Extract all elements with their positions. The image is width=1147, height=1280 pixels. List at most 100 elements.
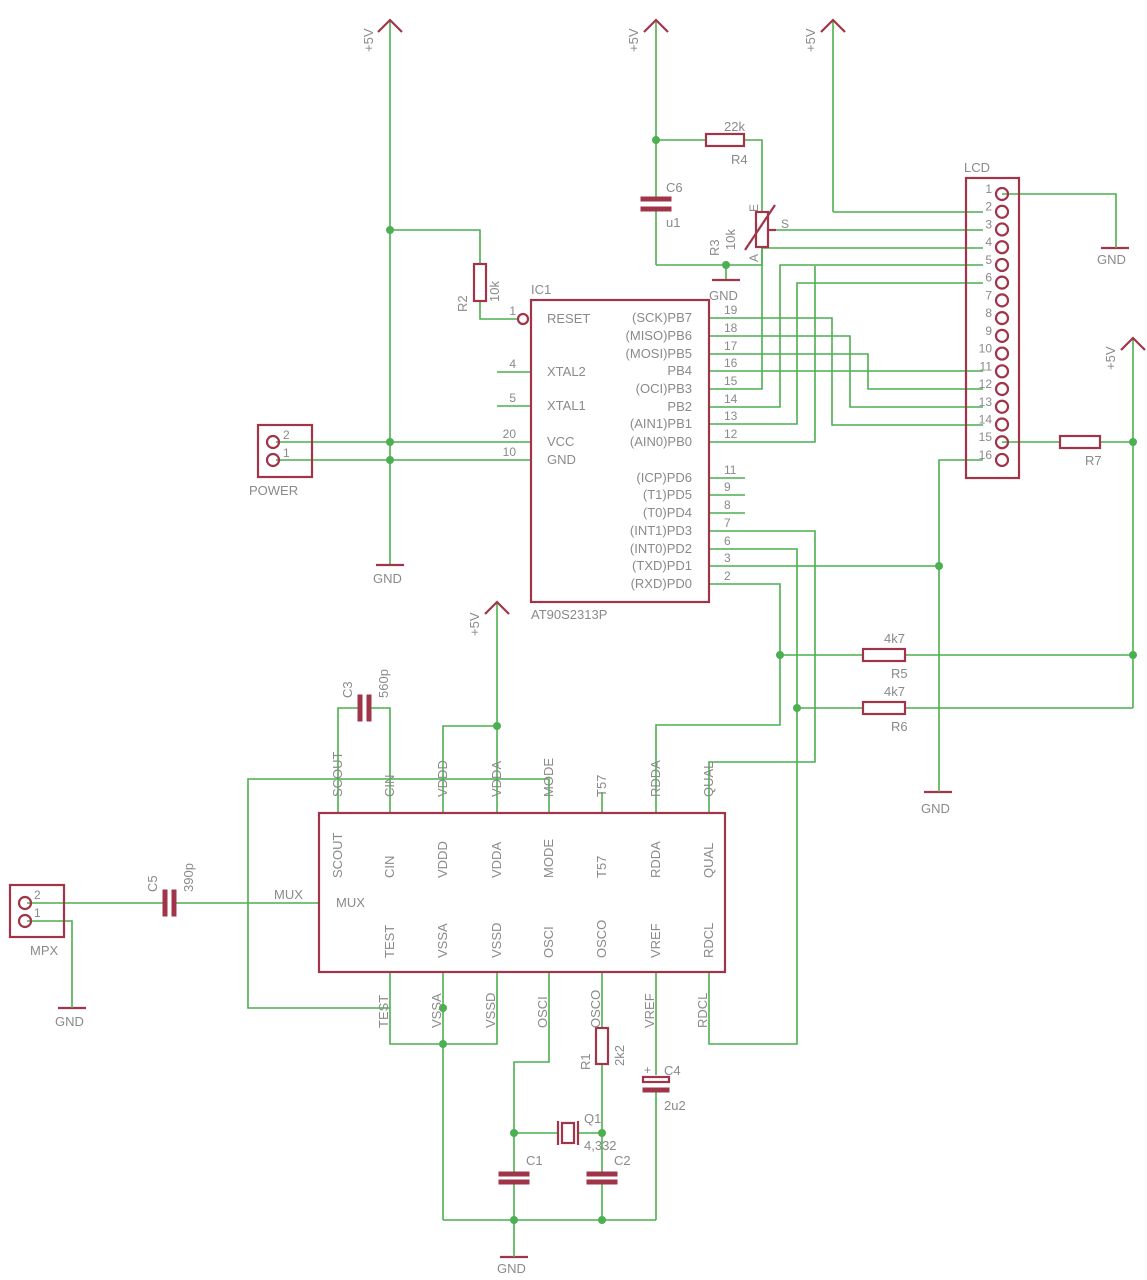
ic1-pin-number: 17 (724, 339, 738, 353)
supply-5v-4: +5V (1103, 336, 1146, 708)
ic1-pin-number: 10 (503, 445, 517, 459)
ic1-body (529, 298, 711, 604)
ic2-pin-label-outer: SCOUT (330, 751, 345, 797)
ic2-pin-label-inner: RDDA (648, 841, 663, 878)
junction-dot (722, 261, 730, 269)
mux-net-label: MUX (274, 887, 303, 902)
lcd-pin-number: 6 (985, 271, 992, 285)
ic1-pin-number: 11 (724, 463, 737, 477)
ic1-pin-label: (MISO)PB6 (626, 328, 692, 343)
ic2-pin-label-inner: RDCL (701, 923, 716, 958)
ic2-pin-label-outer: VSSD (483, 993, 498, 1028)
resistor-r2: R2 10k (455, 262, 502, 312)
resistor-r6: 4k7 R6 (861, 684, 908, 734)
ic2-pin-label-outer: RDDA (648, 760, 663, 797)
gnd-power: GND (373, 563, 404, 586)
lcd-pin-pad (994, 257, 1010, 273)
junction-dot (439, 1004, 447, 1012)
supply-label: +5V (626, 28, 641, 52)
lcd-pin-number: 16 (979, 448, 993, 462)
gnd-label: GND (55, 1014, 84, 1029)
c4-value: 2u2 (664, 1098, 686, 1113)
ic2-pin-label-inner: SCOUT (330, 832, 345, 878)
ic1-pin-label: (T1)PD5 (643, 487, 692, 502)
lcd-pin-number: 11 (980, 359, 993, 373)
r4-label: R4 (731, 152, 748, 167)
gnd-label: GND (709, 288, 738, 303)
ic1-pin-label: (RXD)PD0 (631, 576, 692, 591)
ic1-part-label: AT90S2313P (531, 607, 607, 622)
ic1-pin-number: 3 (724, 551, 731, 565)
ic1-pin-number: 9 (724, 480, 731, 494)
gnd-label: GND (373, 571, 402, 586)
c3-label: C3 (340, 681, 355, 698)
ic1-pin-label: (SCK)PB7 (632, 310, 692, 325)
ic1-pin-label: VCC (547, 434, 574, 449)
ic1-pin-number: 6 (724, 534, 731, 548)
c6-value: u1 (666, 215, 680, 230)
ic2-top-pins: SCOUTSCOUTCINCINVDDDVDDDVDDAVDDAMODEMODE… (330, 751, 716, 878)
capacitor-c2: C2 (586, 1153, 631, 1185)
pin-number: 1 (283, 446, 290, 460)
ic1-pin-label: (OCI)PB3 (636, 381, 692, 396)
c6-label: C6 (666, 180, 683, 195)
lcd-label: LCD (964, 160, 990, 175)
ic2-pin-label-inner: OSCI (541, 926, 556, 958)
lcd-connector-body (964, 176, 1021, 480)
q1-label: Q1 (584, 1111, 601, 1126)
c1-label: C1 (526, 1153, 543, 1168)
ic1-pin-label: (INT1)PD3 (630, 523, 692, 538)
ic1-pin-label: XTAL2 (547, 364, 586, 379)
power-connector-label: POWER (249, 483, 298, 498)
connector-pad (265, 452, 281, 468)
lcd-pin-number: 8 (985, 306, 992, 320)
mpx-connector-body (8, 883, 66, 939)
junction-dot (1129, 438, 1137, 446)
lcd-pin-pad (994, 328, 1010, 343)
lcd-pin-number: 7 (985, 288, 992, 302)
lcd-pin-pad (994, 186, 1010, 202)
lcd-pin-number: 13 (979, 395, 993, 409)
r6-value: 4k7 (884, 684, 905, 699)
ic2-body (317, 811, 727, 974)
lcd-pin-number: 2 (985, 200, 992, 214)
junction-dot (386, 226, 394, 234)
lcd-pin-pad (994, 346, 1010, 361)
ic2-pin-label-outer: VDDA (489, 761, 504, 797)
lcd-pin-pad (994, 381, 1010, 397)
ic1-pin-number: 18 (724, 321, 738, 335)
ic1-pin-number: 8 (724, 498, 731, 512)
pin-number: 1 (34, 906, 41, 920)
ic1-pin-number: 5 (509, 391, 516, 405)
ic2-pin-label-outer: QUAL (701, 762, 716, 797)
ic1-pin-number: 4 (509, 357, 516, 371)
lcd-pin-pad (994, 364, 1010, 379)
pot-a-label: A (747, 254, 761, 262)
capacitor-c3: C3 560p (340, 669, 391, 722)
ic1-pin-label: (AIN1)PB1 (630, 416, 692, 431)
capacitor-c4: + C4 2u2 (641, 1063, 686, 1113)
r1-value: 2k2 (612, 1045, 627, 1066)
ic2-pin-label-inner: OSCO (594, 920, 609, 958)
junction-dot (439, 1040, 447, 1048)
potentiometer-r3: R3 10k A E S (707, 204, 789, 262)
lcd-pin-number: 1 (985, 182, 992, 196)
ic1-pin-label: (ICP)PD6 (636, 470, 692, 485)
wires (27, 139, 1133, 1257)
lcd-pin-number: 5 (985, 253, 992, 267)
junction-dot (776, 651, 784, 659)
ic2-pin-label-inner: VSSA (435, 923, 450, 958)
lcd-pin-pad (994, 222, 1010, 237)
ic1-pin-number: 2 (724, 569, 731, 583)
lcd-pin-pad (994, 240, 1010, 255)
crystal-q1: Q1 4,332 (556, 1111, 617, 1153)
junction-dot (1129, 651, 1137, 659)
r2-label: R2 (455, 295, 470, 312)
lcd-pin-number: 10 (979, 342, 993, 356)
c5-label: C5 (145, 875, 160, 892)
ic2-pin-label-inner: VSSD (489, 923, 504, 958)
junction-dot (598, 1216, 606, 1224)
